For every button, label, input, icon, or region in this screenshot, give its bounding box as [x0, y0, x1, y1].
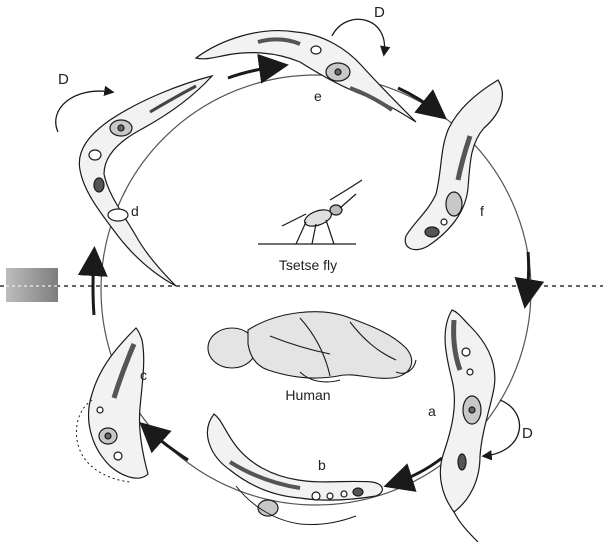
arrow-b-to-c — [146, 428, 188, 460]
parasite-stage-f — [405, 80, 502, 250]
parasite-stage-c — [76, 328, 148, 482]
stage-label-c: c — [140, 367, 147, 383]
stage-label-f: f — [480, 203, 484, 219]
nucleus — [446, 192, 462, 216]
division-label-a: D — [522, 425, 533, 442]
tsetse-fly-illustration — [258, 180, 362, 244]
parasite-stage-d — [79, 76, 212, 286]
tsetse-fly-label: Tsetse fly — [279, 257, 337, 273]
division-label-d: D — [58, 71, 69, 88]
arrow-c-to-d — [93, 255, 94, 315]
arrow-d-to-e — [228, 66, 280, 78]
stage-label-e: e — [314, 88, 322, 104]
stage-label-d: d — [131, 203, 139, 219]
division-label-e: D — [374, 4, 385, 21]
parasite-stage-a — [440, 310, 495, 542]
stage-label-a: a — [428, 403, 436, 419]
human-illustration — [208, 312, 416, 382]
parasite-stage-b — [207, 414, 382, 525]
arrow-f-to-a — [526, 252, 529, 300]
human-label: Human — [285, 387, 330, 403]
side-tab — [6, 268, 58, 302]
stage-label-b: b — [318, 457, 326, 473]
